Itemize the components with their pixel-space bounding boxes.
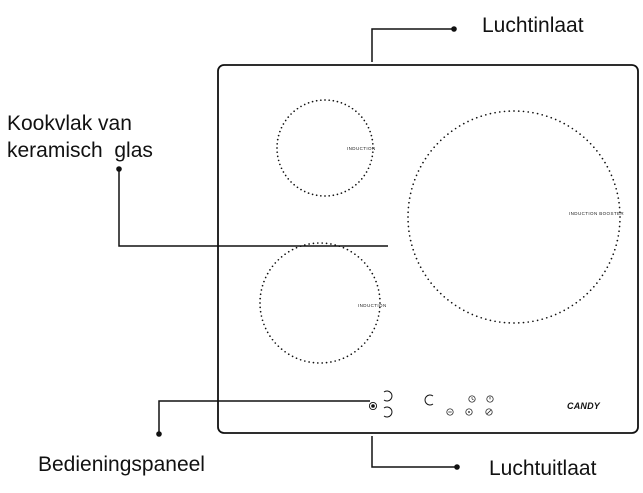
- timer-icon[interactable]: [468, 395, 476, 403]
- hob-label-line1: Kookvlak van: [7, 112, 132, 135]
- cooking-zone-right: [407, 110, 621, 324]
- air-inlet-leader-line: [371, 28, 452, 62]
- zone-select-bottom-icon[interactable]: [383, 406, 393, 418]
- air-outlet-leader-dot: [454, 464, 460, 470]
- zone-label-top-left: INDUCTION: [347, 146, 376, 151]
- air-outlet-label: Luchtuitlaat: [489, 457, 597, 480]
- air-outlet-leader-line: [371, 436, 455, 468]
- control-panel-leader-dot: [156, 431, 162, 437]
- control-panel-label: Bedieningspaneel: [38, 453, 205, 476]
- cooktop-glass-outline: [217, 64, 639, 434]
- hob-label-line2: keramisch glas: [7, 139, 153, 162]
- hob-leader-dot: [116, 166, 122, 172]
- zone-label-bottom-left: INDUCTION: [358, 303, 387, 308]
- control-panel-leader-line: [158, 400, 370, 432]
- control-panel: [368, 390, 494, 418]
- display-c-icon: [424, 394, 434, 406]
- hob-leader-line: [118, 171, 388, 247]
- air-inlet-leader-dot: [451, 26, 457, 32]
- cooking-zones: [259, 99, 621, 364]
- cooking-zone-top-left: [276, 99, 374, 197]
- minus-button[interactable]: [446, 408, 454, 416]
- zone-select-top-icon[interactable]: [383, 390, 393, 402]
- lock-icon[interactable]: [485, 408, 493, 416]
- air-inlet-label: Luchtinlaat: [482, 14, 584, 37]
- zone-label-right: INDUCTION BOOSTER: [569, 211, 624, 216]
- brand-logo: CANDY: [567, 401, 601, 411]
- power-button[interactable]: [368, 401, 378, 411]
- standby-icon[interactable]: [486, 395, 494, 403]
- plus-button[interactable]: [465, 408, 473, 416]
